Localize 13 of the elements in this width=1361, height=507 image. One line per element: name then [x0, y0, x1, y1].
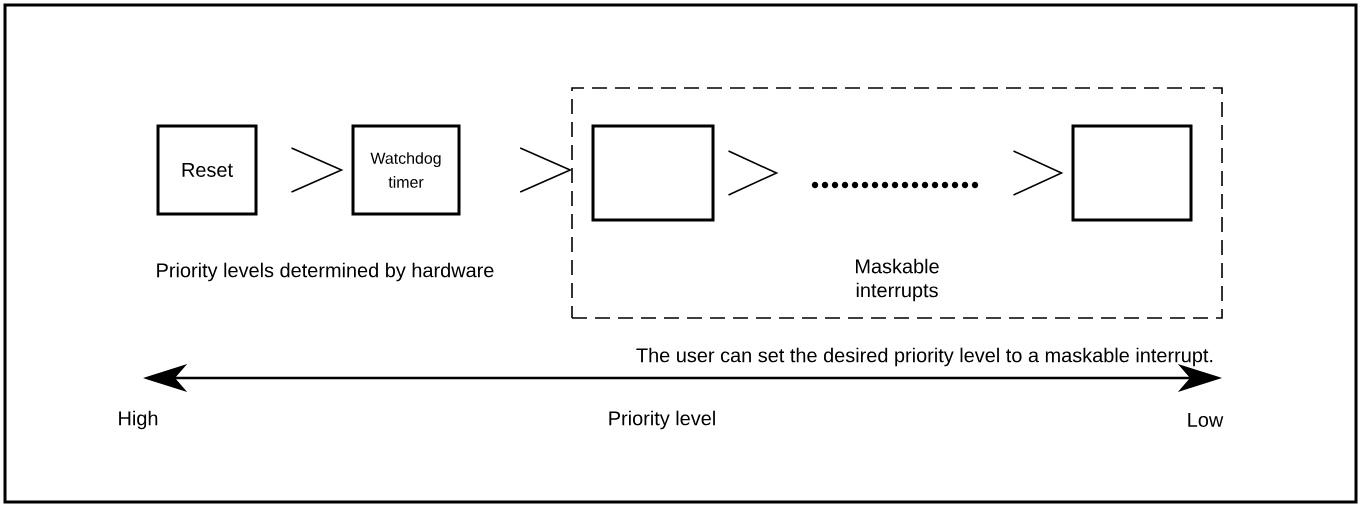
- label: Low: [1188, 413, 1224, 427]
- label: Priority levels determined by hardware: [157, 262, 494, 282]
- chevron: [519, 147, 573, 193]
- chevron: [727, 150, 1064, 196]
- label: Priority level: [609, 410, 715, 430]
- empty-box: [591, 124, 715, 222]
- process-box: Watchdog timer: [351, 124, 461, 216]
- process-box: Reset: [156, 124, 258, 216]
- label: High: [119, 410, 158, 430]
- label: The user can set the desired priority level to a maskable interrupt.: [636, 347, 1213, 367]
- chevron: [290, 147, 344, 193]
- empty-box: [1071, 124, 1193, 222]
- dashed-group-box: Maskable interrupts: [571, 87, 1223, 319]
